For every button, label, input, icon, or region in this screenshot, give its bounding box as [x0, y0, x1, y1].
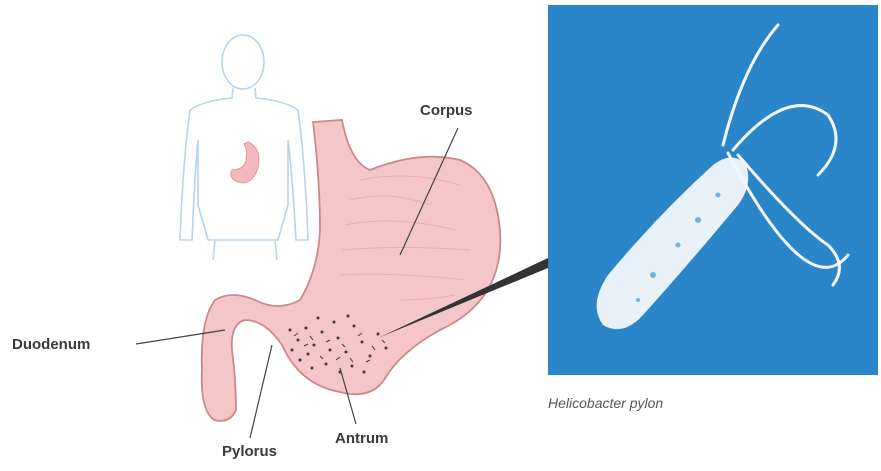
- flagella: [723, 25, 848, 285]
- micrograph-caption: Helicobacter pylon: [548, 395, 663, 411]
- duodenum-label: Duodenum: [12, 336, 90, 353]
- bacterium-image: [548, 5, 878, 375]
- micrograph-panel: [548, 5, 878, 375]
- human-body-outline: [180, 35, 308, 260]
- pylorus-label: Pylorus: [222, 443, 277, 460]
- body-stomach-icon: [231, 142, 259, 183]
- antrum-label: Antrum: [335, 430, 388, 447]
- bacterium-body: [597, 158, 749, 330]
- corpus-label: Corpus: [420, 102, 473, 119]
